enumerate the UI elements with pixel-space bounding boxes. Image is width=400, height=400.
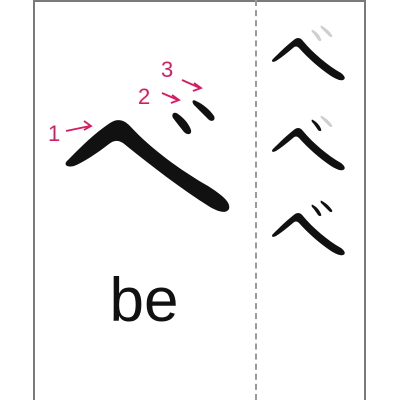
column-divider — [255, 0, 257, 400]
stroke-number-2: 2 — [138, 84, 150, 109]
stroke-arrow-3 — [181, 79, 201, 89]
stroke-step-1 — [272, 25, 345, 81]
stroke-arrow-1-head — [83, 120, 93, 131]
step-1-guide-2 — [311, 29, 322, 42]
stroke-step-2 — [272, 115, 345, 171]
kana-stroke-1 — [65, 120, 230, 212]
stroke-step-3 — [272, 200, 345, 256]
kana-stroke-2 — [172, 112, 192, 135]
step-3-stroke-1 — [272, 212, 345, 256]
step-2-guide-3 — [320, 115, 333, 128]
stroke-arrow-2-head — [170, 94, 181, 104]
step-3-stroke-3 — [320, 200, 333, 213]
step-2-stroke-1 — [272, 127, 345, 171]
stroke-number-1: 1 — [48, 121, 60, 146]
stroke-arrow-2 — [161, 92, 179, 101]
stroke-arrow-3-head — [192, 82, 203, 92]
kana-stroke-3 — [192, 100, 215, 121]
stroke-number-3: 3 — [161, 57, 173, 82]
step-2-stroke-2 — [311, 119, 322, 132]
romaji-label: be — [109, 266, 179, 335]
step-3-stroke-2 — [311, 204, 322, 217]
step-1-stroke-1 — [272, 37, 345, 81]
step-1-guide-3 — [320, 25, 333, 38]
stroke-arrow-1 — [65, 125, 91, 132]
